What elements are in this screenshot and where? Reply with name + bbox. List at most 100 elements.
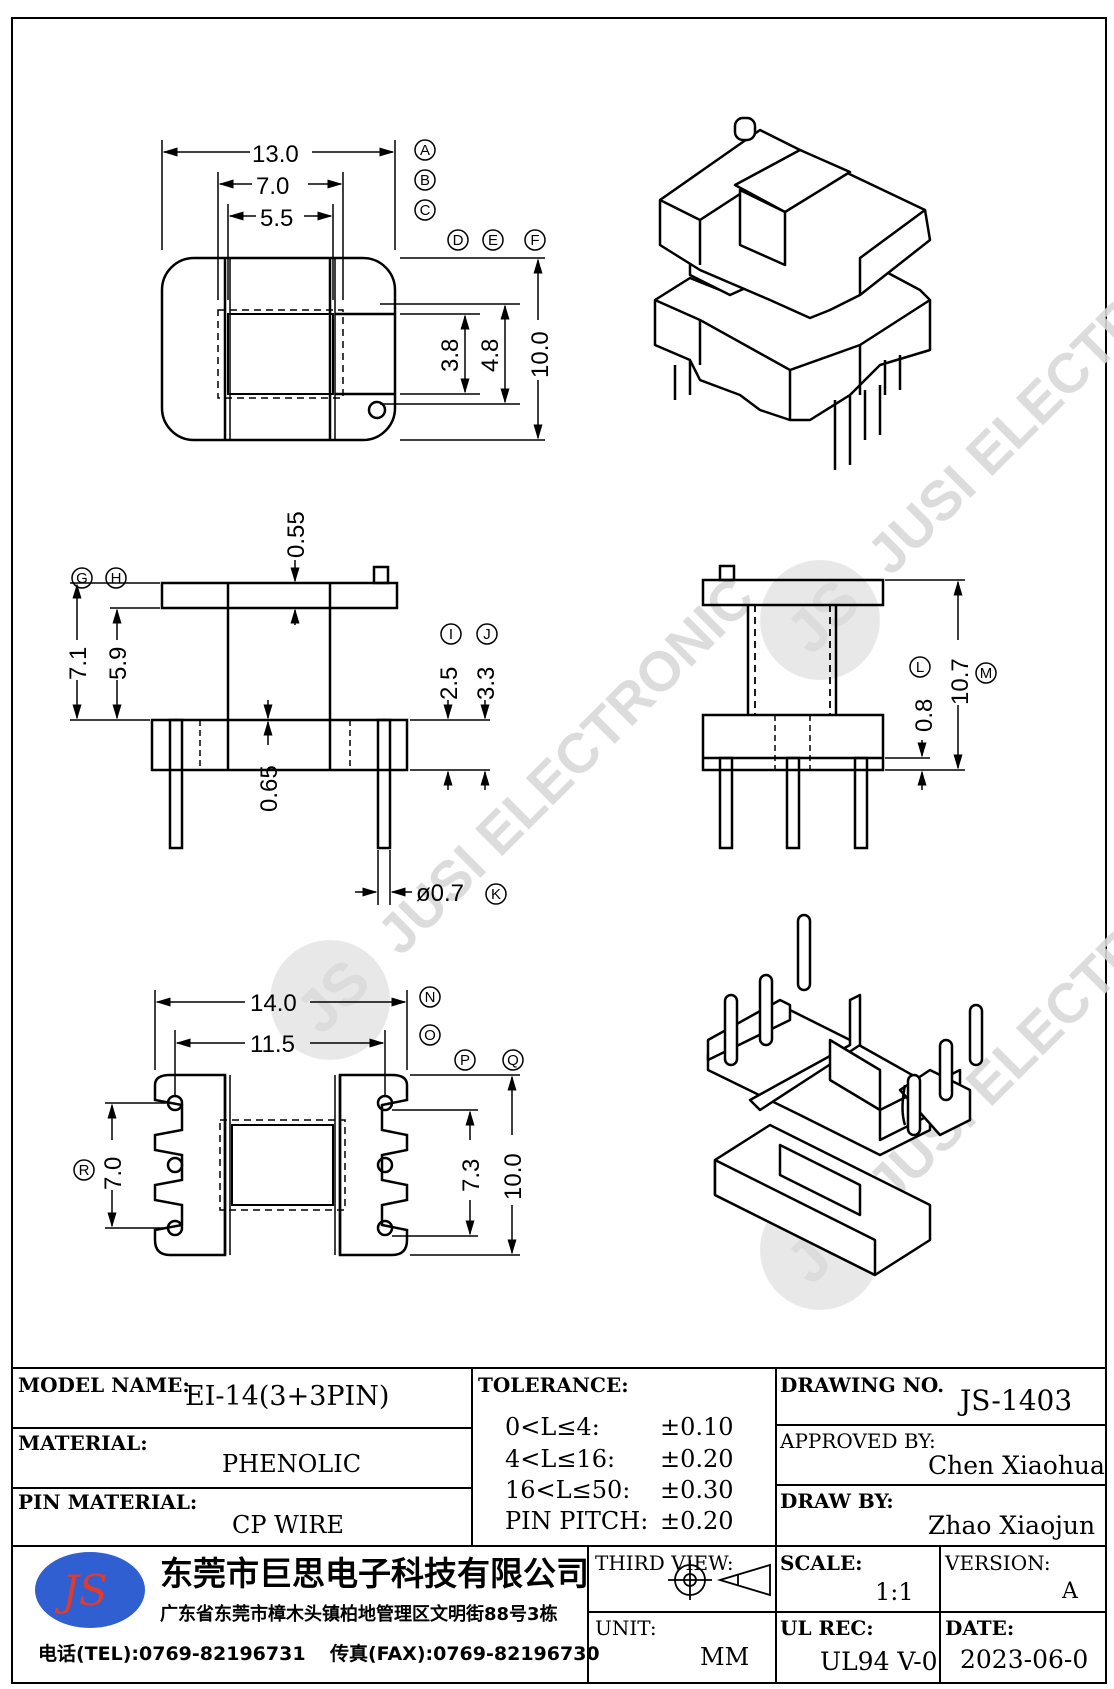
dim-g: 7.1 — [65, 647, 92, 680]
svg-text:B: B — [420, 172, 430, 189]
balloon-g: G — [71, 567, 93, 589]
iso-view-bottom — [706, 913, 984, 1277]
front-view-pin-right — [853, 756, 869, 850]
top-view-pin1-mark — [367, 400, 387, 420]
date-value: 2023-06-0 — [960, 1645, 1088, 1674]
svg-text:J: J — [483, 626, 491, 643]
top-view-window — [227, 313, 334, 395]
balloon-c: C — [414, 199, 436, 221]
company-address: 广东省东莞市樟木头镇柏地管理区文明街88号3栋 — [160, 1603, 558, 1625]
version-value: A — [1061, 1579, 1079, 1604]
balloon-n: N — [419, 986, 441, 1008]
material-label: MATERIAL: — [18, 1431, 148, 1455]
third-view-label: THIRD VIEW: — [595, 1551, 734, 1575]
svg-text:E: E — [488, 232, 498, 249]
dim-l: 0.8 — [911, 699, 938, 732]
balloon-m: M — [975, 662, 997, 684]
side-view-bottom-flange — [150, 718, 409, 772]
svg-text:K: K — [491, 886, 501, 903]
balloon-q: Q — [502, 1049, 524, 1071]
svg-text:C: C — [420, 202, 431, 219]
tolerance-value-1: ±0.10 — [660, 1413, 734, 1441]
svg-text:R: R — [79, 1162, 90, 1179]
side-view — [70, 560, 490, 905]
model-name-label: MODEL NAME: — [18, 1373, 190, 1397]
draw-by-value: Zhao Xiaojun — [928, 1511, 1095, 1540]
ul-rec-value: UL94 V-0 — [820, 1647, 938, 1676]
pin-material-value: CP WIRE — [232, 1511, 344, 1539]
dim-c: 5.5 — [260, 205, 293, 232]
tolerance-range-4: PIN PITCH: — [505, 1507, 648, 1535]
title-block — [12, 1367, 1106, 1683]
balloon-d: D — [447, 229, 469, 251]
front-view-top-flange — [701, 578, 885, 607]
dim-d: 3.8 — [437, 339, 464, 372]
svg-text:A: A — [420, 142, 430, 159]
draw-by-label: DRAW BY: — [780, 1489, 894, 1513]
top-view — [160, 140, 545, 442]
dim-q: 10.0 — [500, 1153, 527, 1200]
scale-label: SCALE: — [780, 1551, 863, 1575]
svg-text:L: L — [916, 659, 924, 676]
bottom-view-pin — [376, 1094, 394, 1112]
sheet-border — [11, 17, 1107, 1684]
drawing-no-label: DRAWING NO. — [780, 1373, 944, 1397]
svg-text:O: O — [424, 1027, 436, 1044]
balloon-a: A — [414, 139, 436, 161]
tolerance-range-3: 16<L≤50: — [505, 1476, 630, 1504]
side-view-pin-right — [376, 718, 392, 850]
svg-text:I: I — [449, 626, 453, 643]
tolerance-value-3: ±0.30 — [660, 1476, 734, 1504]
approved-by-value: Chen Xiaohua — [928, 1451, 1105, 1480]
tolerance-value-2: ±0.20 — [660, 1445, 734, 1473]
front-view — [701, 564, 965, 850]
dim-r: 7.0 — [100, 1157, 127, 1190]
side-view-pin-left — [168, 718, 184, 850]
balloon-r: R — [73, 1159, 95, 1181]
svg-text:G: G — [76, 570, 88, 587]
balloon-j: J — [476, 623, 498, 645]
tolerance-label: TOLERANCE: — [478, 1373, 629, 1397]
company-logo: JS — [35, 1552, 145, 1628]
balloon-e: E — [482, 229, 504, 251]
bottom-view-outline — [153, 1073, 227, 1257]
dim-bottom-gap: 0.65 — [256, 765, 283, 812]
dim-f: 10.0 — [527, 331, 554, 378]
iso-view-top — [653, 116, 932, 470]
version-label: VERSION: — [944, 1551, 1051, 1575]
pin-material-label: PIN MATERIAL: — [18, 1490, 197, 1514]
scale-value: 1:1 — [875, 1578, 914, 1606]
company-fax: 传真(FAX):0769-82196730 — [329, 1642, 600, 1665]
svg-text:H: H — [111, 570, 122, 587]
balloon-k: K — [485, 883, 507, 905]
unit-value: MM — [700, 1643, 749, 1671]
svg-text:D: D — [453, 232, 464, 249]
company-tel: 电话(TEL):0769-82196731 — [38, 1642, 306, 1665]
front-view-pin-left — [718, 756, 734, 850]
svg-text:P: P — [460, 1052, 470, 1069]
top-view-outline — [160, 256, 397, 442]
balloon-p: P — [454, 1049, 476, 1071]
tolerance-value-4: ±0.20 — [660, 1507, 734, 1535]
bottom-view-pin — [166, 1156, 184, 1174]
front-view-bottom-flange — [701, 713, 885, 772]
dim-b: 7.0 — [256, 173, 289, 200]
dim-j: 3.3 — [473, 667, 500, 700]
company-logo-text: JS — [54, 1566, 108, 1615]
dim-o: 11.5 — [250, 1031, 295, 1058]
bottom-view-pin — [376, 1219, 394, 1237]
company-name: 东莞市巨思电子科技有限公司 — [160, 1554, 589, 1593]
side-view-top-flange — [160, 581, 399, 610]
dim-top-flange: 0.55 — [283, 511, 310, 558]
bottom-view — [105, 990, 520, 1257]
dim-pin-dia: ø0.7 — [416, 880, 464, 907]
dim-e: 4.8 — [477, 339, 504, 372]
balloon-h: H — [105, 567, 127, 589]
date-label: DATE: — [945, 1616, 1014, 1640]
tolerance-range-1: 0<L≤4: — [505, 1413, 600, 1441]
title-block-text: MODEL NAME: EI-14(3+3PIN) MATERIAL: PHEN… — [18, 1373, 1105, 1676]
front-view-pin-mid — [785, 756, 801, 850]
dim-p: 7.3 — [458, 1159, 485, 1192]
dim-m: 10.7 — [947, 658, 974, 705]
balloon-o: O — [419, 1024, 441, 1046]
